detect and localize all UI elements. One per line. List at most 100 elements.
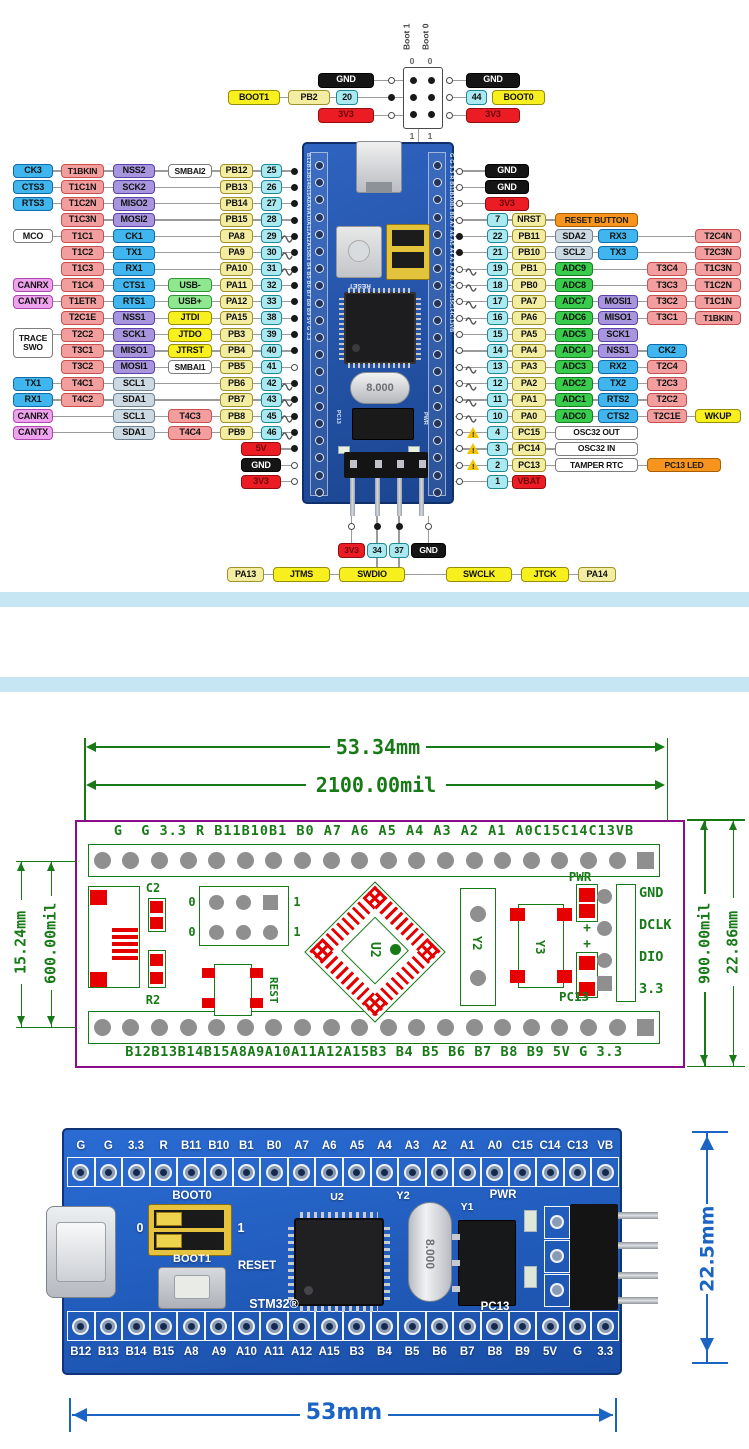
- pin-hole: [432, 178, 442, 188]
- pin-hole-center: [77, 1168, 85, 1176]
- voltage-regulator: [352, 408, 414, 440]
- pin-box-t4c3: T4C3: [168, 409, 212, 424]
- pin-box-pc13-led: PC13 LED: [647, 458, 721, 473]
- pin-box-pa10: PA10: [220, 262, 253, 277]
- chip-dot: [304, 1286, 313, 1295]
- pin-box-3v3: 3V3: [466, 107, 520, 123]
- pin-hole: [432, 401, 442, 411]
- separator-bar: [0, 592, 749, 607]
- pin-box-sck2: SCK2: [113, 180, 155, 195]
- pin-cell: [591, 1311, 619, 1341]
- pin-label-top: VB: [597, 1140, 614, 1152]
- connector-dot: [290, 412, 298, 420]
- pin-box-gnd: GND: [411, 543, 446, 558]
- pad-hole: [465, 1019, 483, 1036]
- pin-hole: [314, 333, 324, 342]
- pin-box-rts3: RTS3: [13, 196, 53, 211]
- pin-box-31: 31: [261, 262, 282, 277]
- pin-cell: [260, 1311, 288, 1341]
- voltage-regulator: [458, 1220, 516, 1306]
- pin-box-pa5: PA5: [512, 327, 546, 342]
- wave-symbol: [281, 264, 293, 276]
- pin-box-t3c2: T3C2: [61, 360, 104, 375]
- pin-cell: [453, 1157, 481, 1187]
- pin-hole-center: [270, 1322, 278, 1330]
- boot0-silkscreen: BOOT0: [172, 1190, 212, 1202]
- pad-hole: [294, 1019, 311, 1036]
- warning-icon: [467, 426, 479, 438]
- pin-box-mosi2: MOSI2: [113, 213, 155, 228]
- boot-jumper-footprint: [199, 886, 289, 946]
- pin-box-swdio: SWDIO: [339, 567, 405, 582]
- dimension-board-height: 22.5mm: [696, 1204, 719, 1294]
- pin-hole: [314, 212, 324, 222]
- pin-box-osc32-in: OSC32 IN: [555, 441, 638, 456]
- pin-box-t1bkin: T1BKIN: [61, 164, 104, 178]
- pin-hole: [314, 367, 324, 377]
- pin-hole-center: [380, 1322, 388, 1330]
- swd-pin: [418, 460, 426, 468]
- pin-cell: [122, 1311, 150, 1341]
- connector-dot: [455, 478, 463, 486]
- pin-cell: [122, 1157, 150, 1187]
- jumper-cap: [392, 252, 424, 268]
- boot-header-pin: [410, 93, 417, 101]
- connector-dot: [387, 94, 395, 101]
- jumper-cap: [156, 1212, 182, 1226]
- pin-box-45: 45: [261, 409, 282, 424]
- pad-hole: [551, 852, 569, 869]
- pad: [579, 982, 595, 996]
- pin-cell: [232, 1157, 261, 1187]
- pin-box-adc9: ADC9: [555, 262, 593, 277]
- connector-dot: [455, 232, 463, 240]
- u2-pin1-dot: [390, 944, 401, 955]
- pin-box-t4c2: T4C2: [61, 392, 104, 407]
- pad-hole: [608, 852, 626, 869]
- reset-footprint: [214, 964, 252, 1016]
- pin-hole-center: [408, 1168, 416, 1176]
- connector-line: [16, 1026, 76, 1029]
- board-edge-labels-right: G G 3.3 R B11B10B1 B0 A7 A6 A5 A4 A3 A2 …: [448, 153, 454, 333]
- swd-pin: [375, 478, 380, 516]
- pad-hole: [236, 1019, 254, 1036]
- pin-box-adc2: ADC2: [555, 376, 593, 391]
- swd-pin: [618, 1212, 658, 1219]
- pin-box-t2c4: T2C4: [647, 360, 687, 375]
- pin-box-pa4: PA4: [512, 343, 546, 358]
- usb-shell-line: [56, 1222, 106, 1282]
- pin-box-3: 3: [487, 441, 508, 456]
- pad-hole: [608, 1019, 626, 1036]
- pin-box-osc32-out: OSC32 OUT: [555, 425, 638, 440]
- pin-box-cantx: CANTX: [13, 294, 53, 309]
- pin-box-41: 41: [261, 360, 282, 375]
- r2-resistor: [148, 950, 166, 988]
- pin-box-jtdi: JTDI: [168, 311, 212, 326]
- jumper-1-label: 1: [293, 925, 301, 939]
- pin-box-pb9: PB9: [220, 425, 253, 440]
- warning-mark: !: [471, 462, 475, 472]
- pin-box-adc4: ADC4: [555, 343, 593, 358]
- pin-hole: [314, 264, 324, 274]
- pin-label-bottom: A9: [211, 1346, 227, 1358]
- pin-box-cantx: CANTX: [13, 425, 53, 440]
- pin-cell: [536, 1157, 564, 1187]
- pad-cell: [544, 1274, 570, 1307]
- pin-hole-center: [325, 1322, 333, 1330]
- pin-box-pb14: PB14: [220, 196, 253, 211]
- pin-label-top: B0: [266, 1140, 282, 1152]
- pin-box-rx3: RX3: [598, 229, 638, 244]
- connector-dot: [290, 461, 298, 469]
- pin-box-33: 33: [261, 294, 282, 309]
- stm32-silkscreen: STM32®: [249, 1297, 299, 1311]
- pin-box-t1c1n: T1C1N: [61, 180, 104, 195]
- pin-label-bottom: 3.3: [597, 1346, 614, 1358]
- pin-box-pb6: PB6: [220, 376, 253, 391]
- wave-symbol: [465, 362, 477, 374]
- pad-hole: [351, 1019, 369, 1036]
- connector-line: [417, 129, 419, 143]
- pad-hole: [580, 852, 597, 869]
- pin-cell: [453, 1311, 481, 1341]
- pin-box-18: 18: [487, 278, 508, 293]
- connector-line: [692, 1362, 728, 1364]
- pin-cell: [287, 1157, 316, 1187]
